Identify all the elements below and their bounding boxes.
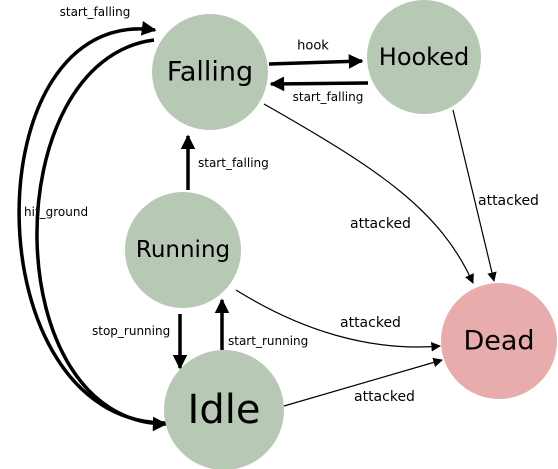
transition-arrow-falling-to-idle xyxy=(35,38,168,432)
state-circle-falling xyxy=(152,14,268,130)
state-label-falling: Falling xyxy=(167,57,253,88)
state-node-dead: Dead xyxy=(441,283,557,399)
state-node-running: Running xyxy=(125,192,241,308)
transition-label-hooked-to-falling: start_falling xyxy=(293,90,364,104)
transition-arrow-hooked-to-falling xyxy=(269,76,369,92)
state-label-hooked: Hooked xyxy=(379,43,469,71)
state-label-running: Running xyxy=(136,237,230,263)
transition-arrow-hooked-to-dead xyxy=(452,109,497,282)
transition-arrow-falling-to-hooked xyxy=(268,54,364,69)
state-circle-hooked xyxy=(367,0,481,114)
state-label-idle: Idle xyxy=(188,387,261,433)
transition-label-running-to-dead: attacked xyxy=(340,315,401,331)
transition-label-falling-to-idle: hit_ground xyxy=(24,205,88,219)
state-label-dead: Dead xyxy=(463,326,534,357)
transition-label-falling-to-dead: attacked xyxy=(350,216,411,232)
state-node-hooked: Hooked xyxy=(367,0,481,114)
state-circle-idle xyxy=(164,350,284,469)
transition-label-idle-to-falling: start_falling xyxy=(60,5,131,19)
state-node-falling: Falling xyxy=(152,14,268,130)
transition-label-hooked-to-dead: attacked xyxy=(478,193,539,209)
transition-arrow-falling-to-dead xyxy=(263,103,474,284)
transition-arrow-running-to-dead xyxy=(235,289,441,352)
transition-arrow-idle-to-dead xyxy=(283,357,443,407)
transition-arrow-idle-to-falling xyxy=(17,20,167,425)
transition-label-running-to-idle: stop_running xyxy=(92,324,170,338)
transition-label-idle-to-dead: attacked xyxy=(354,389,415,405)
transition-label-idle-to-running: start_running xyxy=(228,334,308,348)
transitions-layer xyxy=(17,20,497,432)
state-node-idle: Idle xyxy=(164,350,284,469)
state-circle-dead xyxy=(441,283,557,399)
transition-label-running-to-falling: start_falling xyxy=(198,156,269,170)
state-circle-running xyxy=(125,192,241,308)
transition-label-falling-to-hooked: hook xyxy=(297,39,329,54)
transition-labels-layer: start_falling hit_ground hook start_falling… xyxy=(24,5,539,405)
